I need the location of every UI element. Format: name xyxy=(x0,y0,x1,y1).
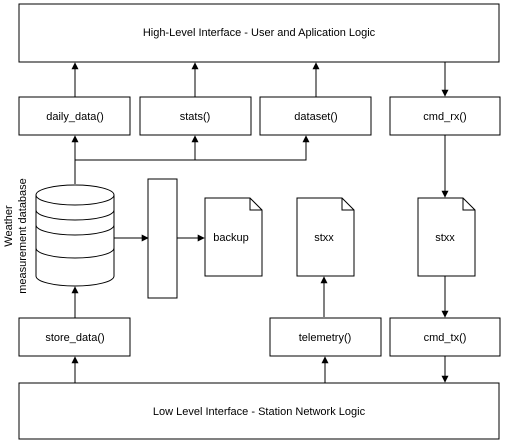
stats-box: stats() xyxy=(139,96,252,136)
store-data-label: store_data() xyxy=(45,332,104,344)
command-stxx-document-icon: stxx xyxy=(417,197,476,277)
cmd-tx-label: cmd_tx() xyxy=(424,332,467,344)
low-level-interface-label: Low Level Interface - Station Network Lo… xyxy=(153,406,366,418)
database-to-dataset-arrow xyxy=(195,135,310,161)
cmd-rx-label: cmd_rx() xyxy=(423,111,466,123)
weather-database-icon xyxy=(35,184,115,287)
splitter-block xyxy=(147,178,178,299)
low-level-interface-box: Low Level Interface - Station Network Lo… xyxy=(18,382,500,440)
high-level-interface-label: High-Level Interface - User and Aplicati… xyxy=(143,27,376,39)
telemetry-box: telemetry() xyxy=(269,317,382,357)
telemetry-stxx-document-icon: stxx xyxy=(296,197,355,277)
command-stxx-label: stxx xyxy=(435,232,455,244)
telemetry-stxx-label: stxx xyxy=(314,232,334,244)
daily-data-box: daily_data() xyxy=(18,96,131,136)
stats-label: stats() xyxy=(180,111,211,123)
store-data-box: store_data() xyxy=(18,317,131,357)
backup-document-icon: backup xyxy=(204,197,263,277)
database-label-line2: measurement database xyxy=(17,178,29,294)
backup-label: backup xyxy=(213,232,248,244)
database-to-stats-arrow xyxy=(75,135,199,161)
database-label-line1: Weather xyxy=(3,205,15,247)
daily-data-label: daily_data() xyxy=(46,111,103,123)
telemetry-label: telemetry() xyxy=(299,332,352,344)
dataset-box: dataset() xyxy=(259,96,372,136)
cmd-tx-box: cmd_tx() xyxy=(389,317,501,357)
cmd-rx-box: cmd_rx() xyxy=(389,96,501,136)
high-level-interface-box: High-Level Interface - User and Aplicati… xyxy=(18,3,500,63)
dataset-label: dataset() xyxy=(294,111,337,123)
